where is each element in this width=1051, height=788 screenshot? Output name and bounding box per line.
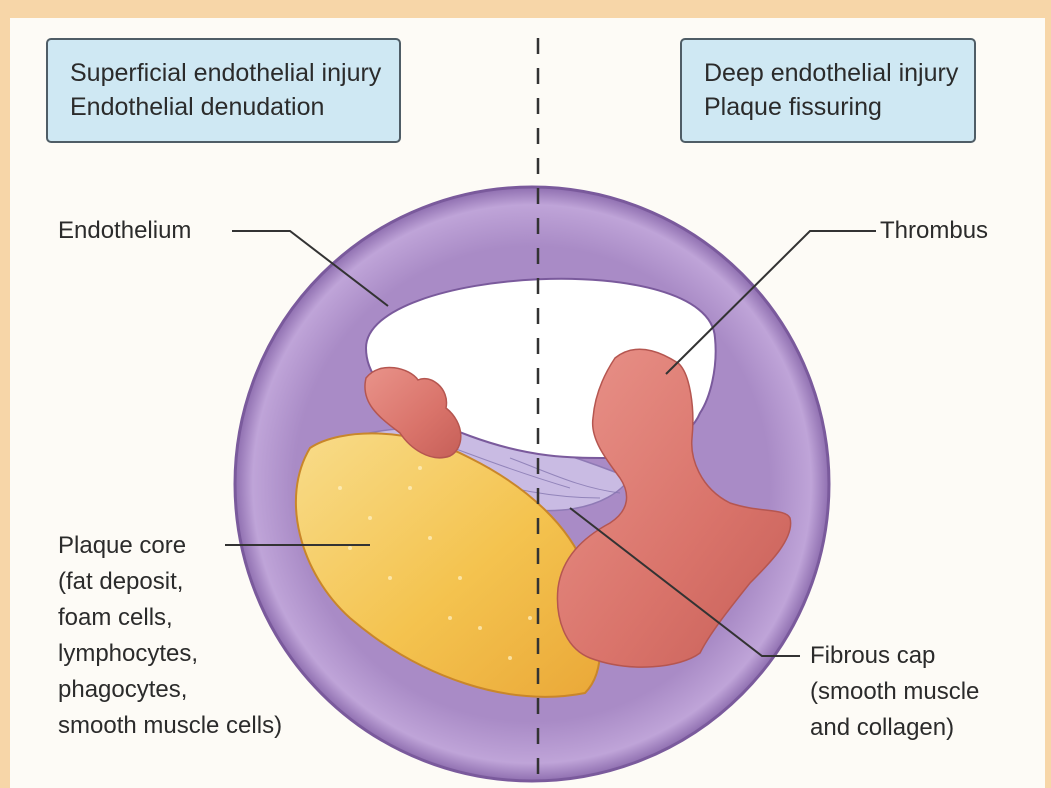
plaque-core-line-2: (fat deposit, (58, 564, 282, 600)
superficial-injury-box: Superficial endothelial injury Endotheli… (46, 38, 401, 143)
plaque-core-line-1: Plaque core (58, 528, 282, 564)
fibrous-cap-line-2: (smooth muscle (810, 674, 979, 710)
superficial-injury-subtitle: Endothelial denudation (70, 90, 377, 124)
plaque-core-line-6: smooth muscle cells) (58, 708, 282, 744)
plaque-core-line-4: lymphocytes, (58, 636, 282, 672)
endothelium-label: Endothelium (58, 213, 191, 249)
deep-injury-title: Deep endothelial injury (704, 56, 952, 90)
plaque-core-line-3: foam cells, (58, 600, 282, 636)
plaque-core-line-5: phagocytes, (58, 672, 282, 708)
deep-injury-subtitle: Plaque fissuring (704, 90, 952, 124)
diagram-canvas: Superficial endothelial injury Endotheli… (10, 18, 1045, 788)
plaque-core-label: Plaque core (fat deposit, foam cells, ly… (58, 528, 282, 744)
fibrous-cap-line-3: and collagen) (810, 710, 979, 746)
deep-injury-box: Deep endothelial injury Plaque fissuring (680, 38, 976, 143)
thrombus-label: Thrombus (880, 213, 988, 249)
fibrous-cap-line-1: Fibrous cap (810, 638, 979, 674)
fibrous-cap-label: Fibrous cap (smooth muscle and collagen) (810, 638, 979, 746)
superficial-injury-title: Superficial endothelial injury (70, 56, 377, 90)
